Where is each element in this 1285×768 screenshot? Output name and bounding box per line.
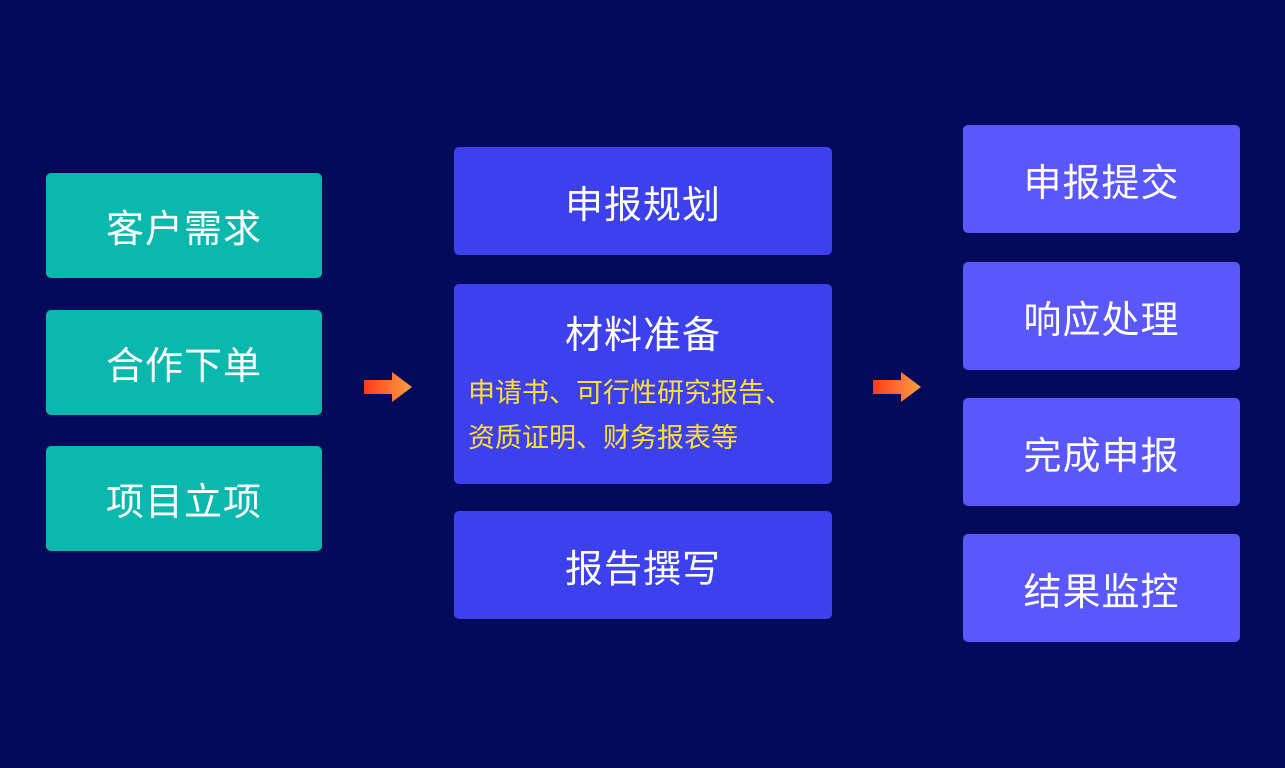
step-label: 材料准备 (564, 313, 721, 357)
step-label: 合作下单 (105, 344, 262, 388)
step-cooperation-order: 合作下单 (46, 310, 322, 415)
material-detail-text: 申请书、可行性研究报告、 资质证明、财务报表等 (468, 371, 818, 461)
step-application-planning: 申报规划 (454, 147, 832, 255)
step-label: 申报规划 (564, 182, 721, 227)
step-label: 完成申报 (1023, 433, 1180, 478)
step-result-monitoring: 结果监控 (963, 534, 1240, 642)
arrow-right-icon (364, 372, 412, 402)
material-detail-line-2: 资质证明、财务报表等 (468, 423, 738, 454)
step-label: 报告撰写 (564, 546, 721, 591)
material-detail-line-1: 申请书、可行性研究报告、 (468, 378, 792, 409)
step-label: 项目立项 (105, 480, 262, 524)
arrow-right-icon (873, 372, 921, 402)
step-label: 客户需求 (105, 207, 262, 251)
step-label: 申报提交 (1023, 160, 1180, 205)
step-customer-demand: 客户需求 (46, 173, 322, 278)
step-application-complete: 完成申报 (963, 398, 1240, 506)
step-report-writing: 报告撰写 (454, 511, 832, 619)
step-label: 结果监控 (1023, 569, 1180, 614)
step-response-handling: 响应处理 (963, 262, 1240, 370)
step-project-initiation: 项目立项 (46, 446, 322, 551)
step-application-submission: 申报提交 (963, 125, 1240, 233)
step-material-preparation: 材料准备 申请书、可行性研究报告、 资质证明、财务报表等 (454, 284, 832, 484)
step-label: 响应处理 (1023, 297, 1180, 342)
